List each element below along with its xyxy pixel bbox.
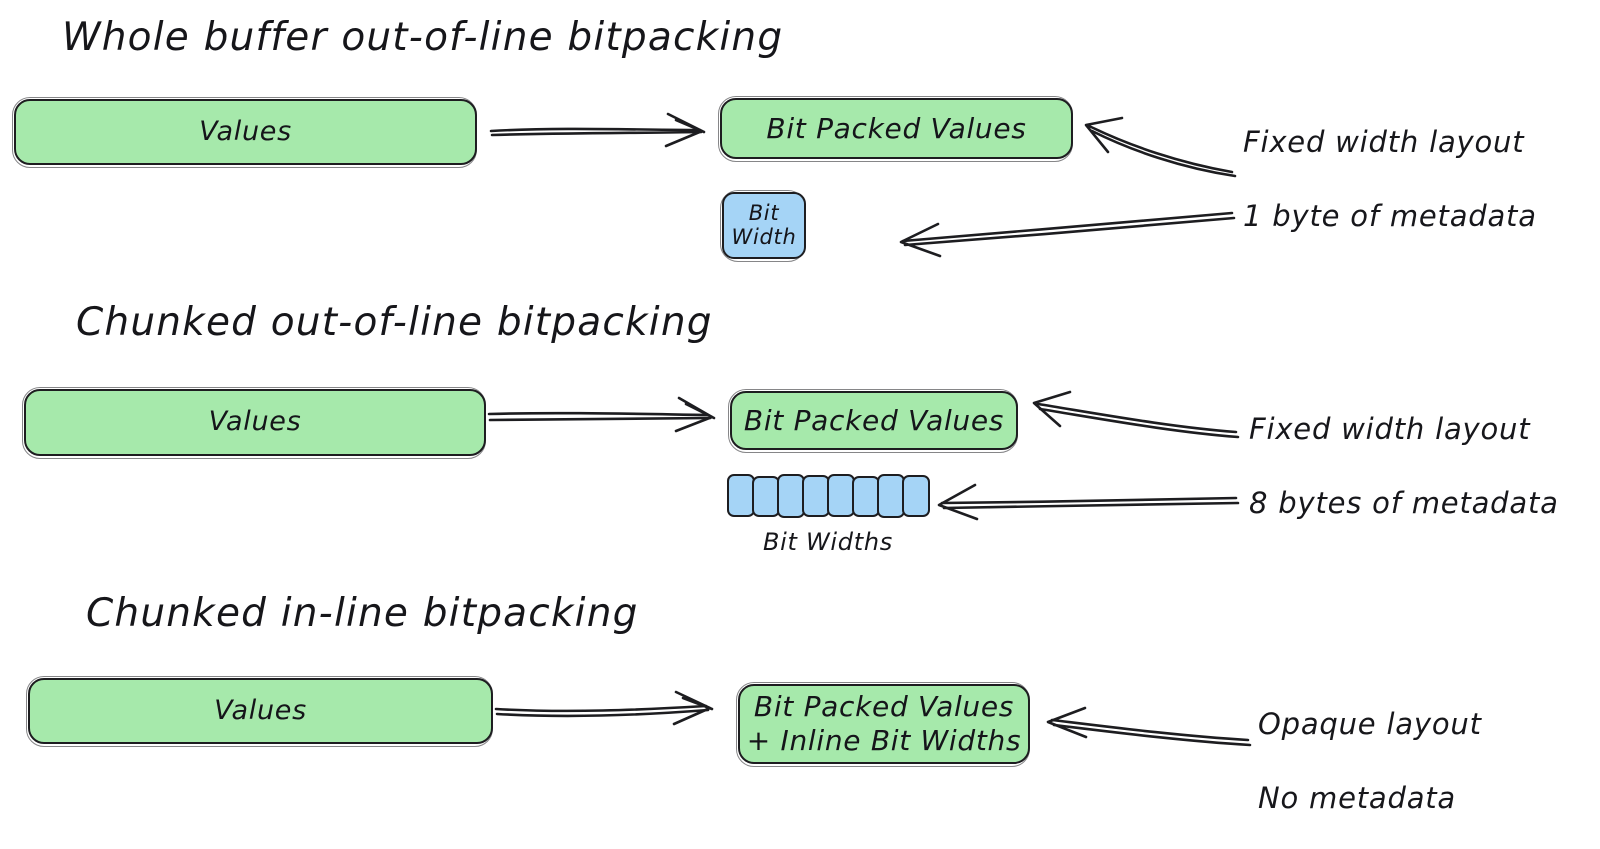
bit-packed-values-inline-box[interactable]: Bit Packed Values + Inline Bit Widths — [736, 682, 1030, 767]
bit-width-chunk[interactable] — [827, 474, 855, 517]
bit-widths-chunk-row[interactable] — [727, 474, 930, 518]
packed-box-line-2: + Inline Bit Widths — [746, 724, 1022, 757]
values-box-1[interactable]: Values — [12, 97, 477, 168]
bit-width-box-1[interactable]: Bit Width — [720, 190, 806, 262]
annotation-opaque-layout: Opaque layout — [1258, 707, 1482, 741]
annotation-fixed-width-layout-1: Fixed width layout — [1243, 125, 1525, 159]
bit-packed-values-box-2[interactable]: Bit Packed Values — [728, 389, 1018, 453]
bit-width-chunk[interactable] — [752, 476, 780, 517]
bit-width-chunk[interactable] — [727, 474, 755, 517]
bit-width-chunk[interactable] — [802, 475, 830, 517]
values-box-2[interactable]: Values — [22, 387, 486, 459]
values-box-3[interactable]: Values — [26, 676, 493, 747]
bit-width-line-1: Bit — [748, 200, 780, 225]
bit-packed-values-box-1[interactable]: Bit Packed Values — [718, 96, 1073, 162]
leader-line-fixed-width-2 — [1032, 390, 1240, 439]
bit-width-chunk[interactable] — [852, 476, 880, 517]
leader-line-fixed-width-1 — [1084, 116, 1237, 178]
annotation-one-byte-of-metadata: 1 byte of metadata — [1243, 199, 1537, 233]
leader-line-metadata-2 — [937, 483, 1240, 521]
bit-width-line-2: Width — [731, 224, 797, 249]
leader-line-metadata-1 — [899, 211, 1236, 258]
annotation-no-metadata: No metadata — [1258, 781, 1457, 815]
section-title-chunked-out-of-line: Chunked out-of-line bitpacking — [76, 300, 713, 345]
packed-box-line-1: Bit Packed Values — [753, 690, 1015, 724]
leader-line-opaque-layout — [1046, 706, 1252, 747]
section-title-whole-buffer: Whole buffer out-of-line bitpacking — [62, 15, 784, 60]
flow-arrow-1 — [489, 112, 706, 148]
bit-widths-caption: Bit Widths — [763, 528, 893, 556]
bit-width-chunk[interactable] — [902, 475, 930, 517]
bit-width-chunk[interactable] — [877, 474, 905, 518]
annotation-eight-bytes-of-metadata: 8 bytes of metadata — [1249, 486, 1559, 520]
bit-width-chunk[interactable] — [777, 474, 805, 518]
flow-arrow-3 — [494, 690, 714, 726]
annotation-fixed-width-layout-2: Fixed width layout — [1249, 412, 1531, 446]
flow-arrow-2 — [487, 396, 716, 433]
section-title-chunked-in-line: Chunked in-line bitpacking — [86, 591, 639, 636]
